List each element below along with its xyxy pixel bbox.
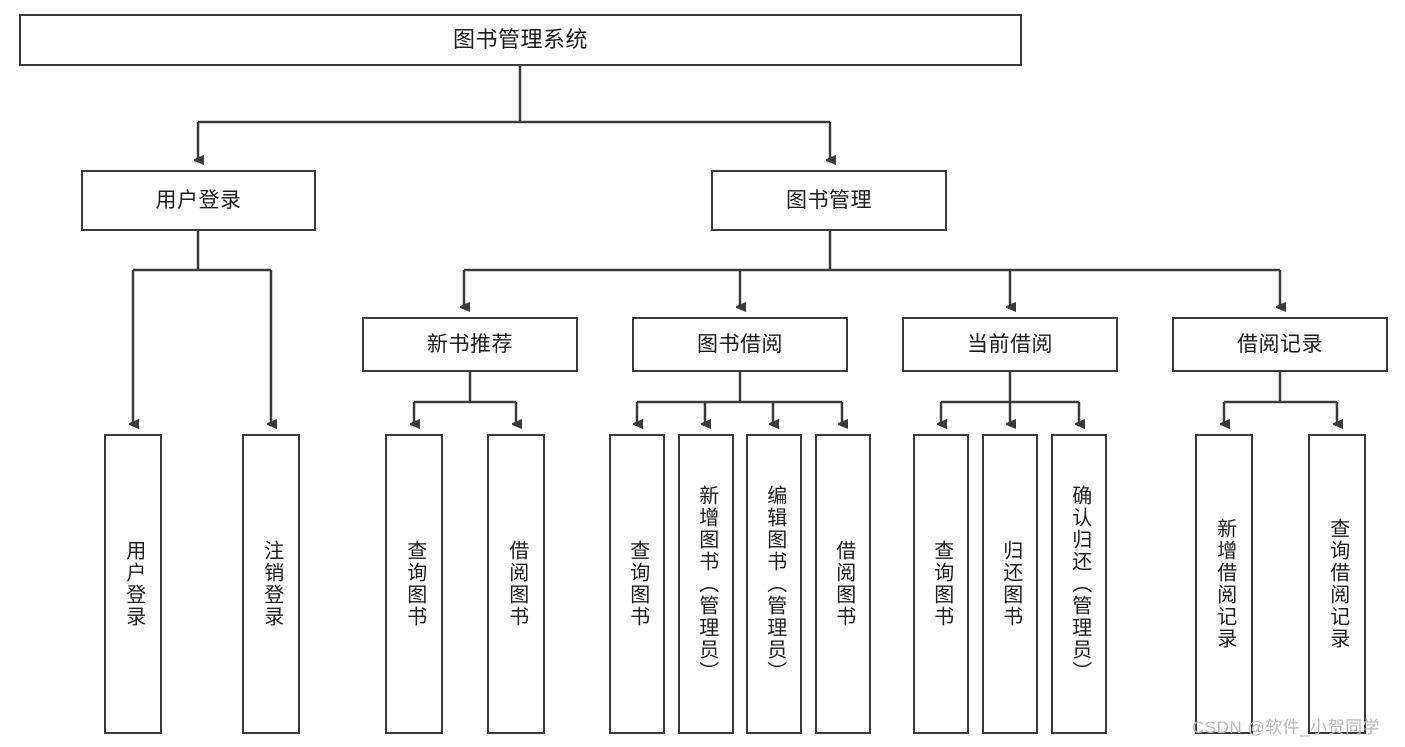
node-label: 用户登录 — [122, 540, 145, 628]
node-label: 图书管理系统 — [452, 26, 588, 52]
node-new-book-rec[interactable]: 新书推荐 — [362, 317, 578, 372]
node-label: 查询图书 — [930, 540, 953, 628]
node-label: 确认归还（管理员） — [1068, 485, 1091, 683]
node-label: 借阅记录 — [1237, 332, 1323, 356]
node-leaf-edit-book[interactable]: 编辑图书（管理员） — [746, 434, 802, 734]
node-user-login[interactable]: 用户登录 — [81, 170, 316, 231]
node-leaf-borrow-book-2[interactable]: 借阅图书 — [815, 434, 871, 734]
node-label: 借阅图书 — [832, 540, 855, 628]
node-leaf-user-login[interactable]: 用户登录 — [104, 434, 162, 734]
node-label: 注销登录 — [260, 540, 283, 628]
node-leaf-query-book-1[interactable]: 查询图书 — [385, 434, 443, 734]
node-label: 用户登录 — [155, 188, 242, 212]
node-leaf-confirm-return[interactable]: 确认归还（管理员） — [1051, 434, 1107, 734]
csdn-watermark: CSDN @软件_小贺同学 — [1192, 718, 1381, 737]
node-leaf-user-logout[interactable]: 注销登录 — [242, 434, 300, 734]
node-label: 查询借阅记录 — [1326, 518, 1349, 650]
node-label: 当前借阅 — [967, 332, 1053, 356]
node-label: 查询图书 — [626, 540, 649, 628]
node-leaf-return-book[interactable]: 归还图书 — [982, 434, 1038, 734]
node-label: 图书管理 — [786, 188, 872, 212]
node-borrow-record[interactable]: 借阅记录 — [1172, 317, 1388, 372]
node-label: 借阅图书 — [505, 540, 528, 628]
node-label: 新增借阅记录 — [1213, 518, 1236, 650]
node-label: 图书借阅 — [697, 332, 783, 356]
node-label: 编辑图书（管理员） — [763, 485, 786, 683]
node-book-borrow[interactable]: 图书借阅 — [632, 317, 848, 372]
node-leaf-query-book-3[interactable]: 查询图书 — [913, 434, 969, 734]
node-leaf-query-book-2[interactable]: 查询图书 — [609, 434, 665, 734]
node-root-system[interactable]: 图书管理系统 — [19, 14, 1022, 66]
node-book-manage[interactable]: 图书管理 — [711, 170, 947, 231]
node-current-borrow[interactable]: 当前借阅 — [902, 317, 1118, 372]
node-leaf-borrow-book-1[interactable]: 借阅图书 — [487, 434, 545, 734]
node-label: 归还图书 — [999, 540, 1022, 628]
node-label: 查询图书 — [403, 540, 426, 628]
node-label: 新增图书（管理员） — [695, 485, 718, 683]
node-leaf-add-book[interactable]: 新增图书（管理员） — [678, 434, 734, 734]
node-label: 新书推荐 — [427, 332, 513, 356]
node-leaf-query-record[interactable]: 查询借阅记录 — [1308, 434, 1366, 734]
node-leaf-add-record[interactable]: 新增借阅记录 — [1195, 434, 1253, 734]
